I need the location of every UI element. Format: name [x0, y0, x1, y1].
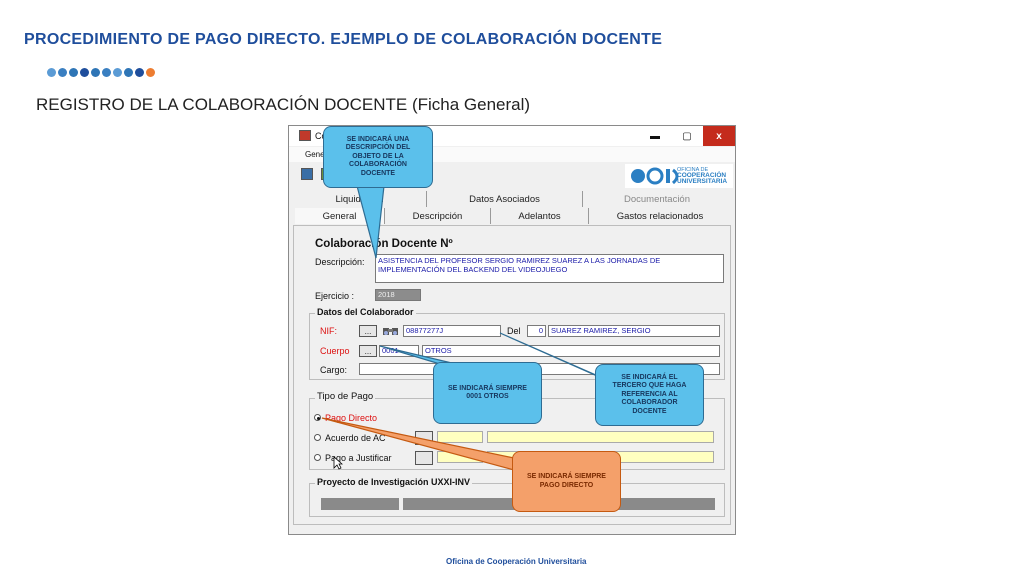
- radio-pago-directo[interactable]: [314, 414, 321, 421]
- justificar-lookup-button[interactable]: [415, 451, 433, 465]
- tab-adelantos[interactable]: Adelantos: [491, 208, 589, 224]
- form-heading: Colaboración Docente Nº: [315, 238, 453, 250]
- decorative-dots: [47, 68, 155, 80]
- window-title: Co: [315, 131, 327, 141]
- callout-pago-directo: SE INDICARÁ SIEMPRE PAGO DIRECTO: [512, 451, 621, 512]
- save-icon[interactable]: [301, 168, 313, 180]
- del-label: Del: [507, 326, 521, 336]
- binoculars-icon[interactable]: [382, 324, 399, 337]
- nif-label: NIF:: [320, 326, 337, 336]
- tab-documentacion[interactable]: Documentación: [623, 193, 690, 205]
- decorative-dot: [91, 68, 100, 77]
- ejercicio-label: Ejercicio :: [315, 291, 355, 301]
- slide-footer: Oficina de Cooperación Universitaria: [446, 557, 587, 566]
- tab-liquidacion[interactable]: Liquidación: [293, 191, 427, 207]
- descripcion-label: Descripción:: [315, 257, 365, 267]
- acuerdo-code-field[interactable]: [437, 431, 483, 443]
- decorative-dot: [124, 68, 133, 77]
- pago-directo-label[interactable]: Pago Directo: [325, 413, 378, 423]
- decorative-dot: [135, 68, 144, 77]
- del-field[interactable]: 0: [527, 325, 546, 337]
- decorative-dot: [47, 68, 56, 77]
- cursor-icon: [333, 456, 344, 470]
- nif-field[interactable]: 08877277J: [403, 325, 501, 337]
- callout-tercero: SE INDICARÁ EL TERCERO QUE HAGA REFERENC…: [595, 364, 704, 426]
- proyecto-group-label: Proyecto de Investigación UXXI-INV: [315, 477, 473, 487]
- callout-cuerpo: SE INDICARÁ SIEMPRE 0001 OTROS: [433, 362, 542, 424]
- tab-gastos-relacionados[interactable]: Gastos relacionados: [616, 210, 704, 222]
- colaborador-group-label: Datos del Colaborador: [315, 307, 416, 317]
- acuerdo-name-field: [487, 431, 714, 443]
- proyecto-code-field: [321, 498, 399, 510]
- decorative-dot: [80, 68, 89, 77]
- collaborator-name-field: SUAREZ RAMIREZ, SERGIO: [548, 325, 720, 337]
- menu-general[interactable]: Gener: [305, 150, 328, 159]
- app-icon: [299, 130, 311, 141]
- acuerdo-label[interactable]: Acuerdo de AC: [325, 433, 386, 443]
- maximize-button[interactable]: ▢: [682, 130, 692, 142]
- callout-descripcion: SE INDICARÁ UNA DESCRIPCIÓN DEL OBJETO D…: [323, 126, 433, 188]
- logo-icon: [631, 167, 679, 185]
- tab-datos-asociados[interactable]: Datos Asociados: [427, 191, 583, 207]
- cargo-label: Cargo:: [320, 365, 348, 375]
- tipo-pago-group-label: Tipo de Pago: [315, 391, 376, 402]
- tab-general[interactable]: General: [295, 208, 385, 224]
- logo-text: OFICINA DE COOPERACIÓN UNIVERSITARIA: [677, 167, 728, 185]
- slide-title: PROCEDIMIENTO DE PAGO DIRECTO. EJEMPLO D…: [24, 31, 663, 48]
- decorative-dot: [58, 68, 67, 77]
- pago-justificar-label[interactable]: Pago a Justificar: [325, 453, 392, 463]
- cuerpo-lookup-button[interactable]: ...: [359, 345, 377, 357]
- cuerpo-label: Cuerpo: [320, 346, 350, 356]
- decorative-dot: [113, 68, 122, 77]
- decorative-dot: [69, 68, 78, 77]
- radio-acuerdo[interactable]: [314, 434, 321, 441]
- cuerpo-name-field: OTROS: [422, 345, 720, 357]
- minimize-button[interactable]: ▬: [650, 130, 660, 142]
- nif-lookup-button[interactable]: ...: [359, 325, 377, 337]
- descripcion-field[interactable]: ASISTENCIA DEL PROFESOR SERGIO RAMIREZ S…: [375, 254, 724, 283]
- slide-subtitle: REGISTRO DE LA COLABORACIÓN DOCENTE (Fic…: [36, 95, 531, 114]
- tab-descripcion[interactable]: Descripción: [385, 208, 491, 224]
- close-button[interactable]: x: [703, 126, 735, 146]
- radio-pago-justificar[interactable]: [314, 454, 321, 461]
- decorative-dot: [146, 68, 155, 77]
- decorative-dot: [102, 68, 111, 77]
- ejercicio-field: 2018: [375, 289, 421, 301]
- logo-area: [625, 164, 733, 188]
